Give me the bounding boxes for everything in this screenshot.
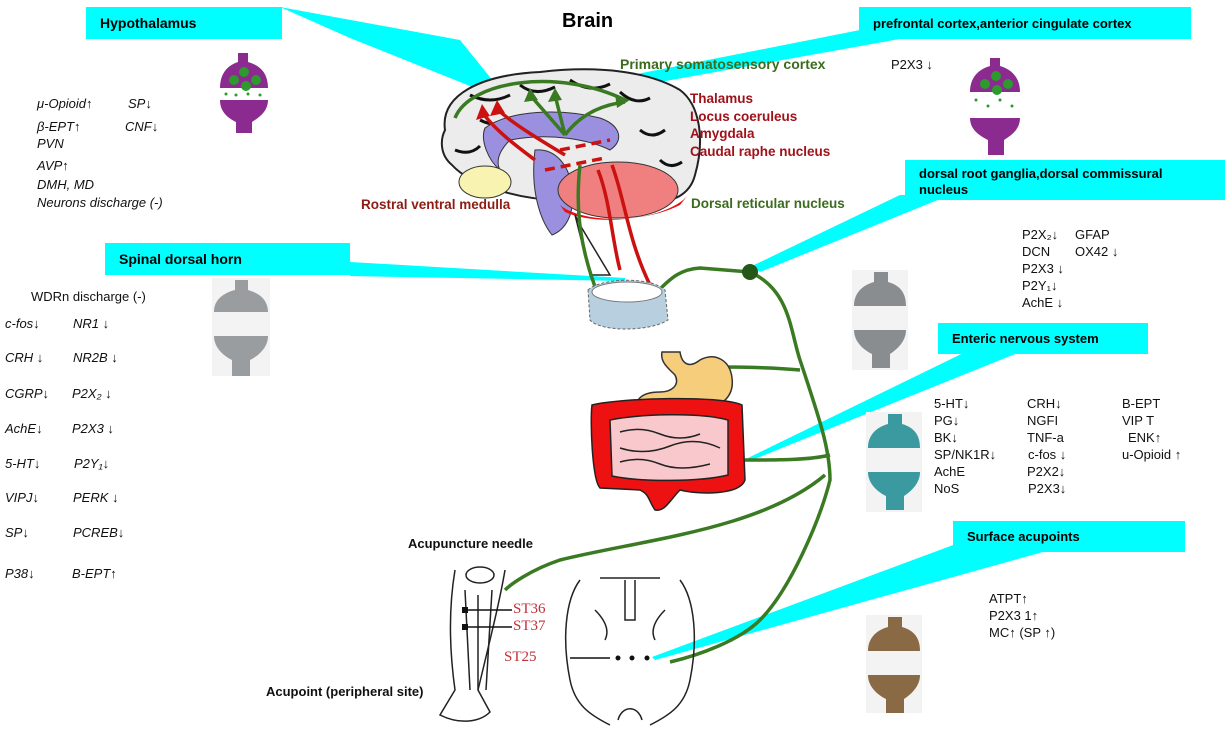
hypo-dmh-md: DMH, MD [37,177,95,192]
surface-atpt: ATPT↑ [989,591,1028,606]
enteric-col2-item: P2X2↓ [1027,464,1066,479]
banner-surface-label: Surface acupoints [967,529,1080,544]
ganglion-node [742,264,758,280]
banner-prefrontal: prefrontal cortex,anterior cingulate cor… [859,7,1191,39]
drg-connector [752,195,950,272]
spinal-connector [350,262,625,281]
intestines [590,397,746,511]
enteric-col2-item: c-fos ↓ [1028,447,1067,462]
enteric-col1-item: NoS [934,481,960,496]
spinal-left-item: c-fos↓ [5,316,40,331]
hypo-neurons-discharge: Neurons discharge (-) [37,195,163,210]
enteric-col3-item: B-EPT [1122,396,1161,411]
banner-enteric-label: Enteric nervous system [952,331,1099,346]
enteric-col1-item: 5-HT↓ [934,396,970,411]
banner-enteric: Enteric nervous system [938,323,1148,354]
enteric-col3-item: u-Opioid ↑ [1122,447,1182,462]
enteric-col3-item: ENK↑ [1128,430,1162,445]
spinal-left-item: CRH ↓ [5,350,44,365]
label-st25: ST25 [504,649,537,665]
spinal-right-item: NR2B ↓ [73,350,118,365]
drg-p2x3: P2X3 ↓ [1022,261,1064,276]
label-locus-coeruleus: Locus coeruleus [690,109,798,124]
hypothalamus-connector [280,7,510,102]
enteric-col2-item: TNF-a [1027,430,1064,445]
banner-prefrontal-label: prefrontal cortex,anterior cingulate cor… [873,15,1132,31]
synapse-icon-enteric [866,412,922,512]
enteric-col2-item: NGFI [1027,413,1059,428]
green-pathways [453,79,832,664]
banner-drg: dorsal root ganglia,dorsal commissural n… [905,160,1225,200]
spinal-right-item: PERK ↓ [73,490,119,505]
spinal-right-item: B-EPT↑ [72,566,117,581]
enteric-col2-item: P2X3↓ [1028,481,1067,496]
synapse-icon-surface [866,615,922,713]
hypo-mu-opioid: μ-Opioid↑ [37,96,93,111]
surface-mc-sp: MC↑ (SP ↑) [989,625,1056,640]
prefrontal-p2x3: P2X3 ↓ [891,57,933,72]
drg-p2x2: P2X₂↓ [1022,227,1059,242]
label-dorsal-reticular: Dorsal reticular nucleus [691,196,845,211]
banner-drg-line2: nucleus [919,182,969,197]
banner-spinal: Spinal dorsal horn [105,243,350,275]
enteric-col3-item: VIP T [1122,413,1155,428]
spinal-left-item: P38↓ [5,566,35,581]
spinal-right-item: P2X₂ ↓ [72,386,112,401]
banner-surface: Surface acupoints [953,521,1185,552]
drg-ache: AchE ↓ [1022,295,1064,310]
spinal-right-item: P2X3 ↓ [72,421,114,436]
label-caudal-raphe: Caudal raphe nucleus [690,144,831,159]
label-acupuncture-needle: Acupuncture needle [408,536,533,551]
torso-illustration [564,577,696,726]
spinal-right-item: PCREB↓ [73,525,125,540]
hypo-cnf: CNF↓ [125,119,159,134]
label-thalamus: Thalamus [690,91,754,106]
label-amygdala: Amygdala [690,126,755,141]
label-acupoint-peripheral: Acupoint (peripheral site) [266,684,424,699]
drg-gfap: GFAP [1075,227,1110,242]
banner-spinal-label: Spinal dorsal horn [119,251,242,267]
label-st37: ST37 [513,618,546,634]
drg-ox42: OX42 ↓ [1075,244,1119,259]
synapse-icon-prefrontal [970,58,1020,155]
label-st36: ST36 [513,601,546,617]
enteric-col1-item: BK↓ [934,430,958,445]
surface-p2x3: P2X3 1↑ [989,608,1039,623]
spinal-right-item: P2Y₁↓ [74,456,110,471]
synapse-icon-spinal [212,278,270,376]
enteric-col1-item: AchE [934,464,966,479]
hypo-pvn: PVN [37,136,64,151]
spinal-wdrn-discharge: WDRn discharge (-) [31,289,146,304]
banner-hypothalamus-label: Hypothalamus [100,15,197,31]
leg-illustration [438,566,506,722]
spinal-left-item: 5-HT↓ [5,456,41,471]
spinal-left-item: VIPJ↓ [5,490,39,505]
label-primary-somatosensory: Primary somatosensory cortex [620,56,826,72]
synapse-icon-hypothalamus [220,53,268,133]
enteric-col1-item: PG↓ [934,413,960,428]
drg-p2y1: P2Y₁↓ [1022,278,1058,293]
brain-illustration [440,68,701,276]
spinal-left-item: CGRP↓ [5,386,50,401]
spinal-cord-section [587,279,669,330]
hypo-sp: SP↓ [128,96,152,111]
spinal-right-item: NR1 ↓ [73,316,110,331]
banner-drg-line1: dorsal root ganglia,dorsal commissural [919,166,1163,181]
label-rostral-ventral-medulla: Rostral ventral medulla [361,197,511,212]
hypo-avp: AVP↑ [37,158,69,173]
enteric-col1-item: SP/NK1R↓ [934,447,997,462]
enteric-connector [748,340,1020,460]
spinal-left-item: SP↓ [5,525,29,540]
enteric-col2-item: CRH↓ [1027,396,1062,411]
drg-dcn: DCN [1022,244,1051,259]
synapse-icon-drg [852,270,908,370]
hypo-beta-ept: β-EPT↑ [37,119,81,134]
spinal-left-item: AchE↓ [5,421,43,436]
diagram-title: Brain [562,10,614,32]
banner-hypothalamus: Hypothalamus [86,7,282,39]
